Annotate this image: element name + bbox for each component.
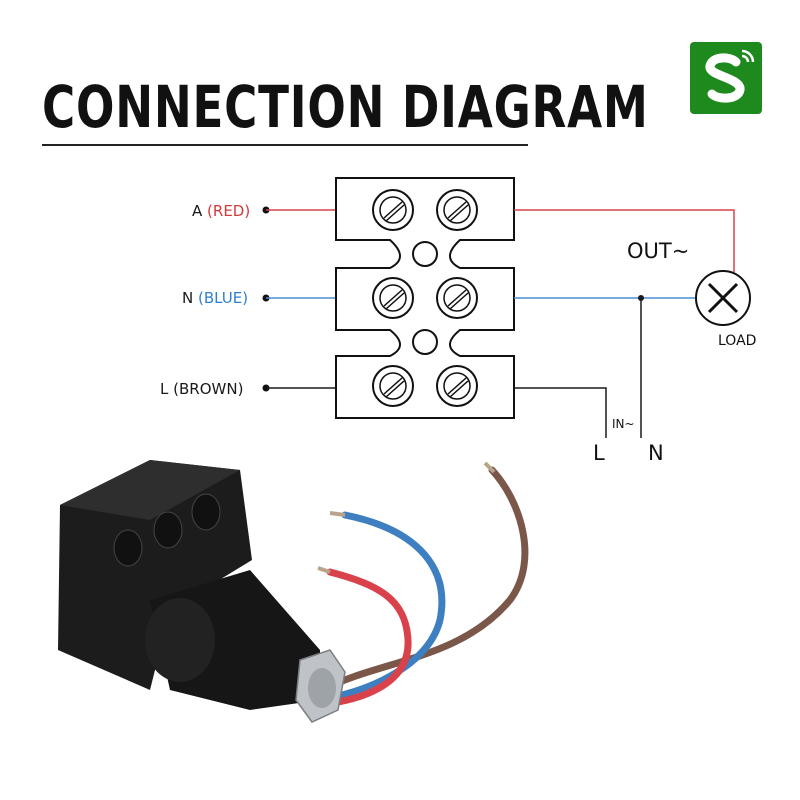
input-color-brown: BROWN — [179, 380, 238, 398]
screw-icon — [372, 365, 414, 407]
input-label-brown: L (BROWN) — [160, 380, 243, 398]
wire-l-supply — [514, 387, 607, 438]
screw-icon — [372, 277, 414, 319]
screw-icon — [436, 189, 478, 231]
screw-icon — [436, 277, 478, 319]
out-label: OUT~ — [627, 239, 689, 263]
load-label: LOAD — [718, 333, 756, 349]
input-color-red: RED — [213, 202, 244, 220]
block-hole-top — [412, 241, 438, 267]
wire-red-out — [514, 209, 735, 272]
input-label-blue: N (BLUE) — [182, 289, 248, 307]
block-hole-bottom — [412, 329, 438, 355]
input-color-blue: BLUE — [204, 289, 242, 307]
junction-dot — [638, 295, 644, 301]
input-letter-n: N — [182, 289, 193, 307]
supply-l-label: L — [593, 441, 605, 465]
input-label-red: A (RED) — [192, 202, 250, 220]
title-underline — [42, 144, 528, 146]
input-letter-a: A — [192, 202, 203, 220]
screw-icon — [372, 189, 414, 231]
supply-n-label: N — [648, 441, 664, 465]
in-label: IN~ — [612, 417, 635, 431]
motion-sensor-product-image — [58, 460, 529, 723]
page-title: CONNECTION DIAGRAM — [42, 73, 649, 141]
terminal-block — [335, 177, 515, 419]
screw-icon — [436, 365, 478, 407]
input-letter-l: L — [160, 380, 169, 398]
green-s-logo-icon — [690, 42, 762, 114]
load-lamp-icon — [695, 270, 751, 326]
